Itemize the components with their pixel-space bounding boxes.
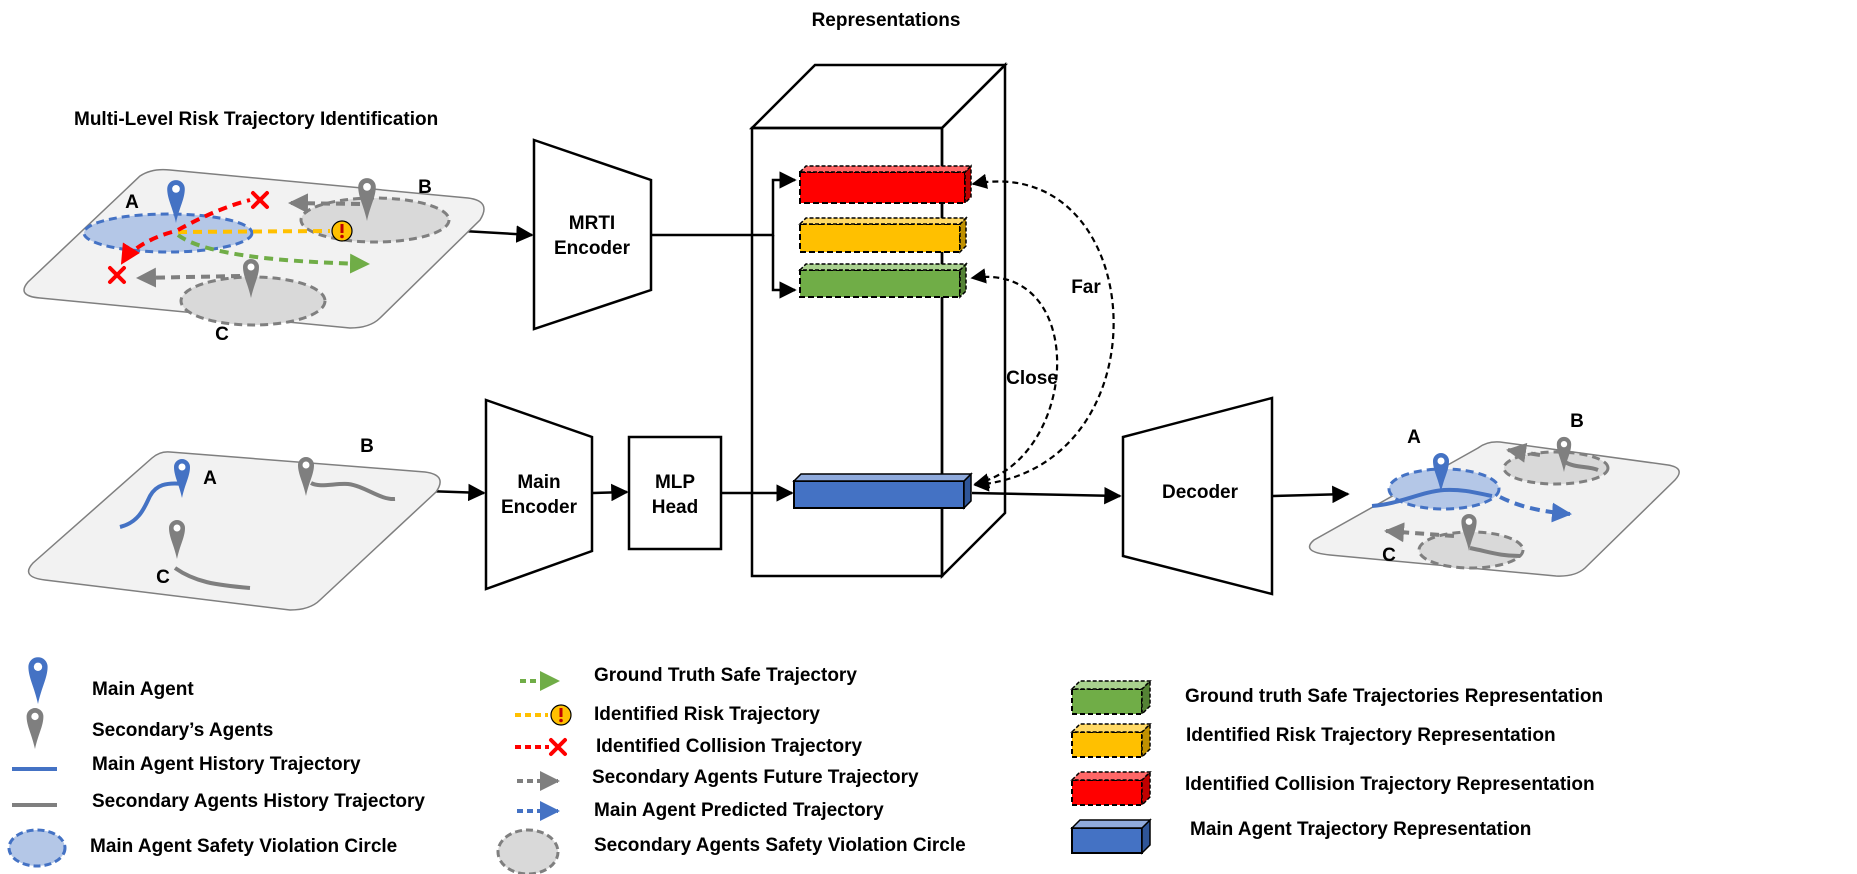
main-safety-circle-icon: [7, 828, 67, 868]
red-representation-block: [798, 164, 973, 205]
main-encoder: [484, 398, 594, 591]
legend-middle-2: Identified Collision Trajectory: [596, 736, 862, 757]
blue-representation-block: [792, 472, 973, 510]
red-dashed-collision-icon: [515, 738, 567, 756]
output-scene-label-a: A: [1407, 427, 1421, 448]
representations-title: Representations: [812, 10, 961, 31]
blue-block-icon: [1070, 818, 1152, 855]
legend-left-3: Secondary Agents History Trajectory: [92, 791, 425, 812]
legend-right-3: Main Agent Trajectory Representation: [1190, 819, 1531, 840]
legend-middle-5: Secondary Agents Safety Violation Circle: [594, 835, 966, 856]
mrti-encoder-label-line1: MRTI: [569, 213, 615, 234]
legend-left-2: Main Agent History Trajectory: [92, 754, 361, 775]
main-encoder-label-line2: Encoder: [501, 497, 578, 518]
legend-middle-4: Main Agent Predicted Trajectory: [594, 800, 884, 821]
mrti-encoder: [532, 138, 653, 331]
legend-middle-1: Identified Risk Trajectory: [594, 704, 820, 725]
legend-right-1: Identified Risk Trajectory Representatio…: [1186, 725, 1556, 746]
mlp-head-label-line1: MLP: [655, 472, 695, 493]
legend-middle-0: Ground Truth Safe Trajectory: [594, 665, 857, 686]
bottom-scene-label-b: B: [360, 436, 374, 457]
mlp-head: [627, 435, 723, 551]
main-encoder-label-line1: Main: [517, 472, 560, 493]
legend-left-1: Secondary’s Agents: [92, 720, 273, 741]
mrti-encoder-label-line2: Encoder: [554, 238, 631, 259]
top-scene-label-a: A: [125, 192, 139, 213]
legend-right: Ground truth Safe Trajectories Represent…: [1070, 679, 1603, 855]
far-label: Far: [1071, 277, 1101, 298]
main-agent-pin-icon: [28, 657, 48, 704]
mrti-title: Multi-Level Risk Trajectory Identificati…: [74, 109, 438, 130]
legend-left: Main Agent Secondary’s Agents Main Agent…: [7, 657, 425, 868]
bottom-scene-label-a: A: [203, 468, 217, 489]
legend-right-0: Ground truth Safe Trajectories Represent…: [1185, 686, 1603, 707]
bottom-scene-label-c: C: [156, 567, 170, 588]
top-scene-label-c: C: [215, 324, 229, 345]
yellow-block-icon: [1070, 722, 1152, 759]
contrastive-relations: [970, 173, 1115, 492]
legend-left-4: Main Agent Safety Violation Circle: [90, 836, 397, 857]
legend-middle: Ground Truth Safe Trajectory Identified …: [496, 665, 966, 874]
legend-right-2: Identified Collision Trajectory Represen…: [1185, 774, 1595, 795]
close-label: Close: [1006, 368, 1058, 389]
secondary-agent-pin-icon: [26, 708, 44, 749]
output-scene-label-c: C: [1382, 545, 1396, 566]
main-input-scene: A B C: [27, 436, 441, 611]
mlp-head-label-line2: Head: [652, 497, 698, 518]
top-scene-label-b: B: [418, 177, 432, 198]
legend-left-0: Main Agent: [92, 679, 194, 700]
yellow-representation-block: [798, 216, 968, 254]
legend-middle-3: Secondary Agents Future Trajectory: [592, 767, 919, 788]
red-block-icon: [1070, 770, 1152, 807]
green-representation-block: [798, 262, 968, 299]
yellow-dashed-warning-icon: [515, 704, 572, 726]
green-block-icon: [1070, 679, 1152, 716]
mrti-input-scene: A B C: [23, 168, 485, 345]
representation-space: [748, 61, 1009, 580]
output-scene: A B C: [1308, 411, 1680, 577]
output-scene-label-b: B: [1570, 411, 1584, 432]
decoder: [1121, 396, 1274, 596]
secondary-safety-circle-icon: [496, 828, 560, 874]
decoder-label: Decoder: [1162, 482, 1239, 503]
